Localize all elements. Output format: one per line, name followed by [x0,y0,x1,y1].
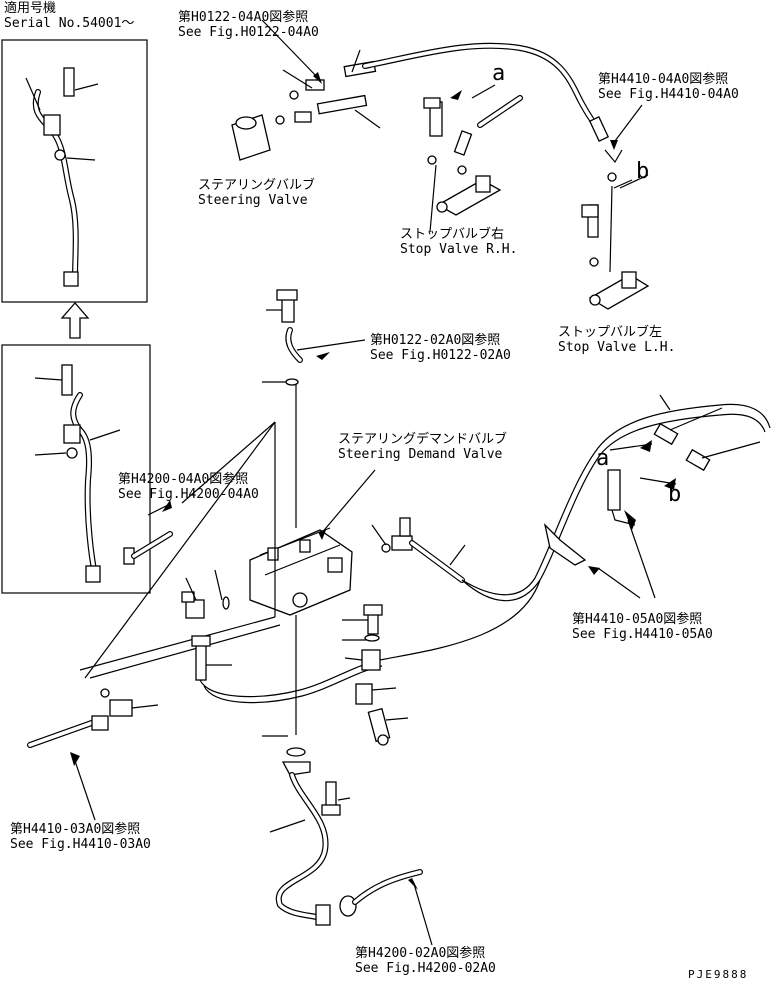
label-steering-valve: ステアリングバルブ Steering Valve [198,178,315,208]
marker-b-right: b [668,482,682,507]
callout-h4410-05a0: 第H4410-05A0図参照 See Fig.H4410-05A0 [572,612,713,642]
middle-fittings [181,569,541,746]
marker-b-top: b [636,159,650,184]
inset-frame-new-serial [1,39,148,303]
steering-demand-valve-part [249,380,353,735]
callout-h4200-04a0-jp: 第H4200-04A0図参照 [118,472,249,487]
bottom-tube [262,735,433,946]
upper-long-pipe [362,42,610,142]
label-steering-demand-valve: ステアリングデマンドバルブ Steering Demand Valve [338,432,507,462]
callout-h4410-04a0-jp: 第H4410-04A0図参照 [598,72,729,87]
inset-frame-old [1,344,151,594]
steering-valve-en: Steering Valve [198,193,308,208]
steering-valve-jp: ステアリングバルブ [198,178,316,193]
callout-h0122-02a0: 第H0122-02A0図参照 See Fig.H0122-02A0 [370,333,511,363]
drawing-code: PJE9888 [688,968,749,981]
marker-a-top: a [492,61,506,86]
stop-valve-lh-jp: ストップバルブ左 [558,325,663,340]
callout-h4410-04a0-en: See Fig.H4410-04A0 [598,87,739,102]
callout-h4200-02a0-en: See Fig.H4200-02A0 [355,961,496,976]
label-stop-valve-rh: ストップバルブ右 Stop Valve R.H. [400,227,517,257]
steering-valve-part [231,49,381,161]
callout-h4410-05a0-en: See Fig.H4410-05A0 [572,627,713,642]
stop-valve-lh-en: Stop Valve L.H. [558,340,676,355]
stop-valve-rh-jp: ストップバルブ右 [400,227,505,242]
callout-h4410-05a0-jp: 第H4410-05A0図参照 [572,612,703,627]
inset1-tube [25,67,99,287]
callout-h4200-04a0-en: See Fig.H4200-04A0 [118,487,259,502]
callout-h4410-03a0-en: See Fig.H4410-03A0 [10,837,151,852]
callout-h4200-02a0: 第H4200-02A0図参照 See Fig.H4200-02A0 [355,946,496,976]
applicability-jp: 適用号機 [4,1,57,16]
steering-demand-valve-en: Steering Demand Valve [338,447,503,462]
stop-valve-rh-en: Stop Valve R.H. [400,242,518,257]
applicability-label: 適用号機 Serial No.54001～ [4,1,134,31]
callout-h4410-03a0: 第H4410-03A0図参照 See Fig.H4410-03A0 [10,822,151,852]
up-arrow-icon [60,302,90,339]
leader-lines [181,19,643,540]
steering-demand-valve-jp: ステアリングデマンドバルブ [338,432,508,447]
callout-h4200-04a0: 第H4200-04A0図参照 See Fig.H4200-04A0 [118,472,259,502]
label-stop-valve-lh: ストップバルブ左 Stop Valve L.H. [558,325,675,355]
callout-h0122-02a0-jp: 第H0122-02A0図参照 [370,333,501,348]
applicability-serial: Serial No.54001～ [4,16,135,31]
stop-valve-lh-part [581,149,650,310]
right-elbow-and-hose [371,517,466,583]
callout-h4410-03a0-jp: 第H4410-03A0図参照 [10,822,141,837]
callout-h4200-02a0-jp: 第H4200-02A0図参照 [355,946,486,961]
left-hose-h4200-04a0 [123,500,173,565]
inset2-tube [34,364,121,583]
callout-h0122-04a0-jp: 第H0122-04A0図参照 [178,10,309,25]
big-curved-pipe [461,394,771,602]
callout-h0122-04a0-en: See Fig.H0122-04A0 [178,25,319,40]
callout-h4410-04a0: 第H4410-04A0図参照 See Fig.H4410-04A0 [598,72,739,102]
callout-h0122-02a0-en: See Fig.H0122-02A0 [370,348,511,363]
upper-tube-to-demand-valve [262,289,366,386]
callout-h0122-04a0: 第H0122-04A0図参照 See Fig.H0122-04A0 [178,10,319,40]
stop-valve-rh-part [423,84,523,233]
marker-a-right: a [596,446,610,471]
lower-left-hose [27,421,281,821]
